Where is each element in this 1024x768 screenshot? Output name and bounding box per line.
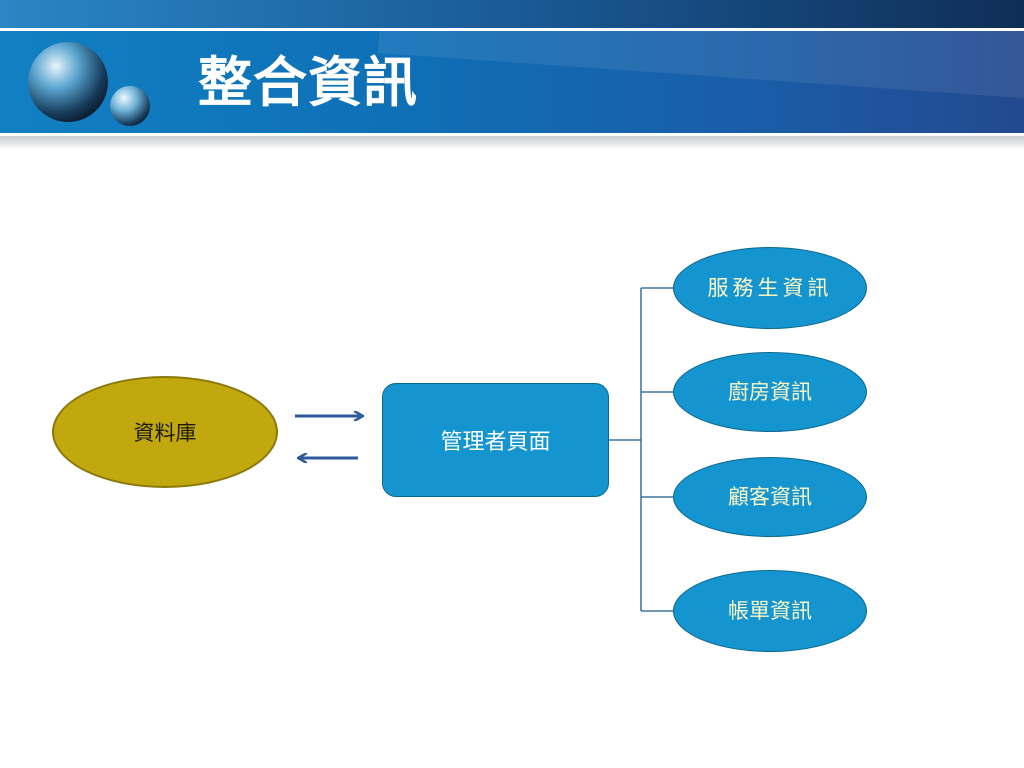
tree-connector (609, 287, 673, 612)
bill-info-label: 帳單資訊 (728, 599, 812, 623)
top-divider (0, 28, 1024, 31)
bill-info-node: 帳單資訊 (673, 570, 867, 652)
customer-info-label: 顧客資訊 (728, 485, 812, 509)
admin-page-label: 管理者頁面 (440, 430, 551, 455)
database-node: 資料庫 (52, 376, 278, 488)
kitchen-info-label: 廚房資訊 (728, 380, 812, 404)
title-banner (0, 31, 1024, 133)
kitchen-info-node: 廚房資訊 (673, 352, 867, 432)
large-sphere (28, 42, 108, 122)
page-title: 整合資訊 (198, 51, 418, 114)
customer-info-node: 顧客資訊 (673, 457, 867, 537)
globe-logo-icon (28, 42, 150, 126)
waiter-info-node: 服務生資訊 (673, 247, 867, 329)
waiter-info-label: 服務生資訊 (707, 276, 833, 300)
top-accent-bar (0, 0, 1024, 28)
banner-shadow (0, 136, 1024, 150)
banner-divider (0, 133, 1024, 136)
admin-page-node: 管理者頁面 (382, 383, 609, 497)
small-sphere (110, 86, 150, 126)
database-label: 資料庫 (133, 421, 197, 445)
